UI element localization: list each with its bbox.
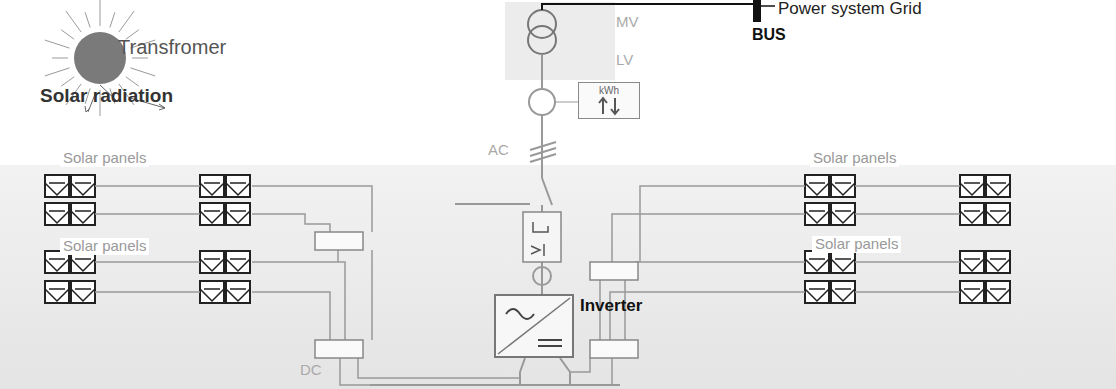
- label: BUS: [752, 26, 786, 44]
- solar-panel: [986, 251, 1010, 273]
- solar-panel: [805, 203, 829, 225]
- meter-link: [555, 102, 578, 103]
- combiner-box: [315, 232, 638, 358]
- sun-ray: [66, 11, 81, 32]
- label: LV: [616, 52, 633, 69]
- sun-ray: [130, 68, 155, 76]
- label: DC: [300, 362, 322, 379]
- label: Solar panels: [60, 238, 149, 255]
- label: AC: [488, 142, 509, 159]
- solar-panel: [71, 281, 95, 303]
- solar-panel: [960, 175, 984, 197]
- solar-panel: [831, 175, 855, 197]
- label: MV: [616, 14, 639, 31]
- sun-ray: [61, 77, 74, 86]
- label: Solar radiation: [40, 86, 173, 107]
- inverter-label: Inverter: [580, 296, 642, 316]
- sun-ray: [45, 40, 70, 48]
- transformer-winding: [528, 10, 556, 38]
- sun-ray: [119, 11, 134, 32]
- solar-panel: [200, 203, 224, 225]
- sun-ray: [45, 68, 70, 76]
- protection-relay: [523, 212, 561, 262]
- solar-panel: [45, 281, 69, 303]
- transformer-winding: [528, 26, 556, 54]
- grid-wire: [542, 4, 757, 10]
- solar-panel: [831, 203, 855, 225]
- inverter-outline: [494, 294, 574, 358]
- dc-wire: [370, 358, 620, 385]
- solar-panel: [226, 251, 250, 273]
- solar-panel: [226, 281, 250, 303]
- solar-panel: [805, 281, 829, 303]
- solar-panel: [71, 175, 95, 197]
- label: Solar panels: [810, 150, 899, 167]
- inverter-box: Inverter: [494, 294, 574, 358]
- sun-ray: [110, 12, 115, 27]
- bus-bar: [753, 0, 761, 22]
- solar-panel: [805, 175, 829, 197]
- solar-panel: [960, 281, 984, 303]
- transformer-band: [505, 2, 615, 80]
- sun-ray: [61, 30, 74, 39]
- energy-meter: kWh: [578, 82, 640, 119]
- solar-panel: [831, 281, 855, 303]
- solar-panel: [226, 203, 250, 225]
- solar-panel: [986, 175, 1010, 197]
- solar-panel: [200, 281, 224, 303]
- label: Transfromer: [118, 36, 226, 58]
- solar-panel: [45, 175, 69, 197]
- sun-ray: [52, 58, 68, 59]
- solar-panel: [805, 251, 829, 273]
- solar-panel: [226, 175, 250, 197]
- solar-panel: [986, 281, 1010, 303]
- label: Solar panels: [812, 236, 901, 253]
- solar-panel: [200, 251, 224, 273]
- relay-symbol: [531, 222, 548, 256]
- panel-wires: [95, 186, 960, 385]
- label: Solar panels: [60, 150, 149, 167]
- solar-panel: [71, 203, 95, 225]
- solar-panel: [831, 251, 855, 273]
- solar-panel: [960, 203, 984, 225]
- label: Power system Grid: [778, 0, 922, 19]
- sun-ray: [126, 77, 139, 86]
- solar-panel: [960, 251, 984, 273]
- meter-arrows: [589, 96, 629, 116]
- solar-panel: [986, 203, 1010, 225]
- sun-ray: [100, 0, 101, 26]
- solar-panel: [45, 203, 69, 225]
- meter-label: kWh: [585, 85, 633, 96]
- grid-wire: [761, 5, 775, 7]
- solar-panel: [200, 175, 224, 197]
- inverter-symbol: [496, 296, 572, 356]
- sun-ray: [85, 12, 90, 27]
